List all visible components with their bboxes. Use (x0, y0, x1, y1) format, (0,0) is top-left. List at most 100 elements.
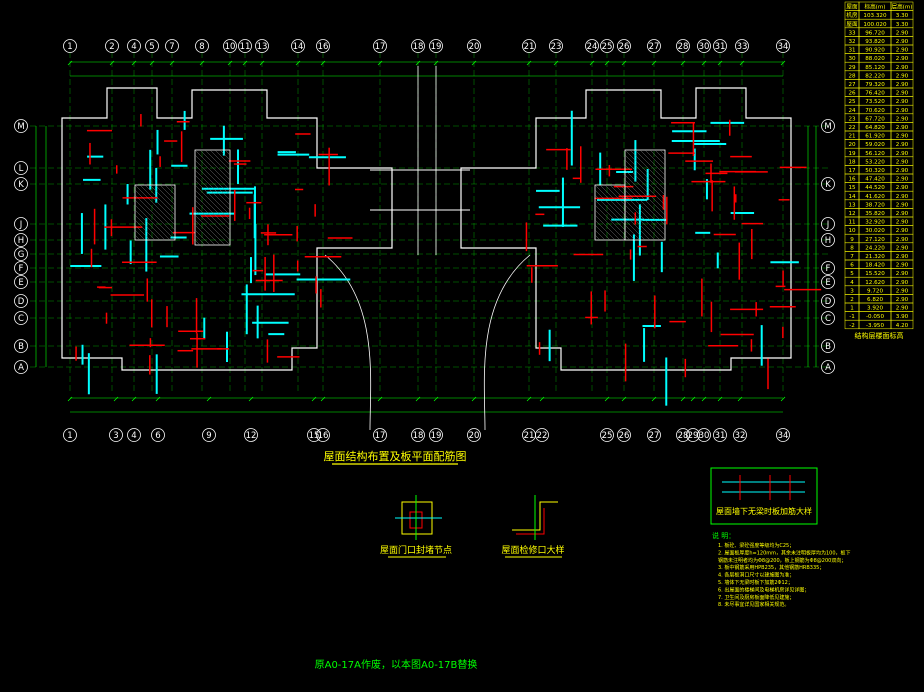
notes-title: 说 明： (712, 531, 735, 540)
hatch-line (134, 214, 161, 241)
hatch-line (134, 184, 176, 226)
level-table-value: 59.020 (865, 142, 885, 148)
axis-top-24: 24 (585, 39, 599, 53)
axis-bubble-label: H (18, 236, 24, 246)
level-table-value: 2.90 (896, 125, 909, 131)
hatch-line (219, 149, 231, 161)
hatch-line (614, 184, 626, 196)
level-table-value: -3.950 (866, 323, 884, 329)
level-table-value: 56.120 (865, 151, 885, 157)
axis-bubble-label: 15 (309, 431, 320, 441)
axis-bubble-label: 18 (413, 431, 424, 441)
axis-bubble-label: 25 (602, 42, 613, 52)
axis-bubble-label: 20 (469, 42, 480, 52)
axis-top-4: 4 (127, 39, 141, 53)
level-table-value: 2.90 (896, 134, 909, 140)
dimension-tick (680, 396, 686, 402)
dimension-tick (526, 396, 532, 402)
axis-bubble-circle (467, 428, 481, 442)
hatch-line (194, 229, 211, 246)
level-table-value: 29 (848, 65, 856, 71)
dimension-tick (471, 396, 477, 402)
dimension-tick (131, 396, 137, 402)
dimension-tick (433, 396, 439, 402)
hatch-line (134, 199, 176, 241)
axis-top-34: 34 (776, 39, 790, 53)
axis-bubble-label: 23 (551, 42, 562, 52)
level-table-value: 2.90 (896, 82, 909, 88)
axis-bubble-label: B (18, 342, 24, 352)
level-table-value: 26 (848, 91, 856, 97)
axis-bubble-label: F (19, 264, 24, 274)
dimension-tick (651, 396, 657, 402)
axis-bubble-circle (244, 428, 258, 442)
axis-bottom-28: 28 (676, 428, 690, 442)
level-table-value: 103.320 (863, 13, 887, 19)
dimension-tick (701, 396, 707, 402)
axis-bottom-18: 18 (411, 428, 425, 442)
hatch-line (594, 234, 601, 241)
axis-bubble-label: 19 (431, 42, 442, 52)
axis-bubble-label: H (825, 236, 831, 246)
hatch-line (624, 164, 666, 206)
axis-bubble-circle (291, 39, 305, 53)
axis-bubble-label: 8 (199, 42, 204, 52)
axis-bubble-circle (676, 39, 690, 53)
axis-bottom-3: 3 (109, 428, 123, 442)
hatch-line (144, 184, 176, 216)
level-table-value: 27.120 (865, 237, 885, 243)
axis-top-25: 25 (600, 39, 614, 53)
hatch-line (194, 204, 231, 241)
axis-left-D: D (14, 294, 28, 308)
axis-left-F: F (14, 261, 28, 275)
hatch-line (624, 189, 666, 231)
level-table-value: 19 (848, 151, 856, 157)
level-table-value: 20 (848, 142, 856, 148)
dimension-tick (780, 396, 786, 402)
axis-bottom-19: 19 (429, 428, 443, 442)
level-table-value: 41.620 (865, 194, 885, 200)
level-table-value: 21 (848, 134, 856, 140)
level-table-value: 70.620 (865, 108, 885, 114)
axis-bubble-circle (127, 39, 141, 53)
axis-top-14: 14 (291, 39, 305, 53)
note-line: 5. 墙体下无梁时板下加筋2Φ12； (718, 579, 793, 586)
axis-bubble-label: 4 (131, 431, 136, 441)
axis-bottom-1: 1 (63, 428, 77, 442)
axis-right-J: J (821, 217, 835, 231)
note-line: 8. 未尽事宜详见国家相关规范。 (718, 601, 789, 608)
dimension-tick (604, 396, 610, 402)
axis-bubble-circle (549, 39, 563, 53)
detail-roof-hatch: 屋面检修口大样 (501, 495, 565, 558)
axis-bubble-label: G (18, 250, 25, 260)
axis-bottom-34: 34 (776, 428, 790, 442)
level-table-value: 2.90 (896, 151, 909, 157)
axis-bubble-circle (585, 39, 599, 53)
axis-top-2: 2 (105, 39, 119, 53)
axis-bubble-label: 34 (778, 42, 789, 52)
level-table-value: 35.820 (865, 211, 885, 217)
axis-bubble-label: K (825, 180, 831, 190)
level-table-value: 2.90 (896, 228, 909, 234)
axis-right-D: D (821, 294, 835, 308)
level-table-value: 73.520 (865, 99, 885, 105)
axis-bottom-6: 6 (151, 428, 165, 442)
level-table-value: 28 (848, 73, 856, 79)
axis-bottom-12: 12 (244, 428, 258, 442)
level-table-value: 88.020 (865, 56, 885, 62)
axis-left-B: B (14, 339, 28, 353)
hatch-line (194, 214, 226, 246)
axis-bubble-label: 20 (469, 431, 480, 441)
axis-top-10: 10 (223, 39, 237, 53)
axis-bubble-label: 5 (149, 42, 154, 52)
level-table-value: 2.90 (896, 142, 909, 148)
axis-bubble-label: 17 (375, 431, 386, 441)
axis-bubble-label: D (825, 297, 832, 307)
axis-bubble-circle (151, 428, 165, 442)
level-table-value: 2.90 (896, 177, 909, 183)
level-table-value: -0.050 (866, 314, 884, 320)
level-table-value: 2.90 (896, 288, 909, 294)
axis-bottom-31: 31 (713, 428, 727, 442)
axis-bubble-circle (429, 428, 443, 442)
axis-bottom-16: 16 (316, 428, 330, 442)
